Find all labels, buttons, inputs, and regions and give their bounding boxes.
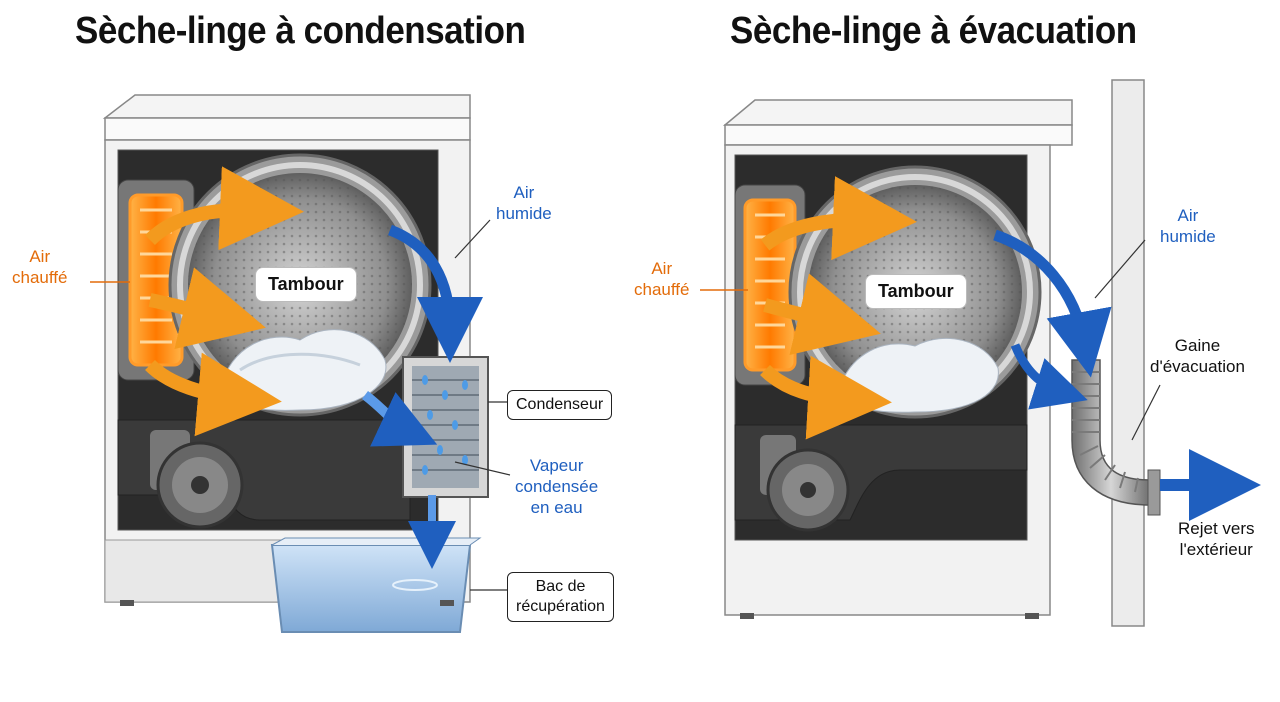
left-tank-label: Bac de récupération (507, 572, 614, 622)
condensation-dryer (90, 94, 511, 633)
left-vapor-label: Vapeur condensée en eau (515, 456, 599, 517)
right-exhaust-label: Rejet vers l'extérieur (1178, 519, 1255, 559)
right-air-heated-label: Air chauffé (634, 259, 690, 299)
right-air-humid-label: Air humide (1160, 206, 1216, 246)
right-duct-label: Gaine d'évacuation (1150, 336, 1245, 376)
left-air-heated-label: Air chauffé (12, 247, 68, 287)
right-drum-label: Tambour (866, 275, 966, 308)
title-condensation: Sèche-linge à condensation (75, 10, 526, 52)
left-condenser-label: Condenseur (507, 390, 613, 420)
left-air-humid-label: Air humide (496, 183, 552, 223)
vented-dryer (700, 79, 1261, 627)
left-drum-label: Tambour (256, 268, 356, 301)
title-evacuation: Sèche-linge à évacuation (730, 10, 1137, 52)
